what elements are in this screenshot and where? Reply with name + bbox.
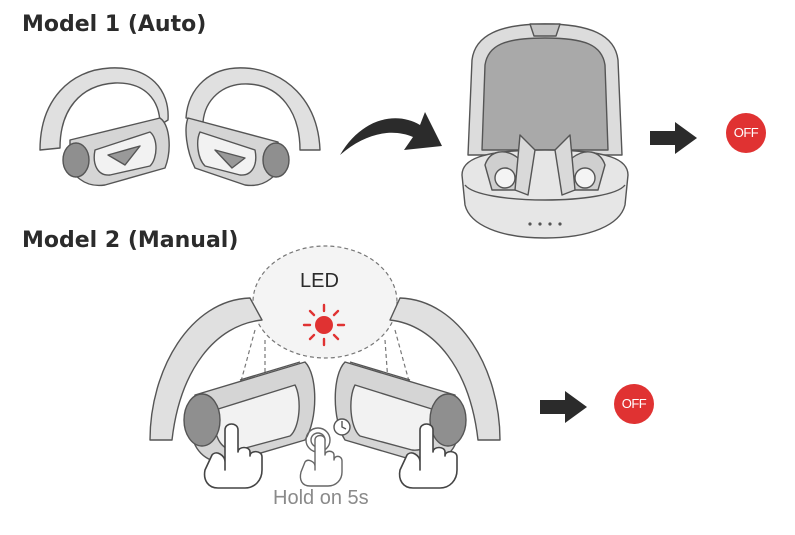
curved-arrow-icon bbox=[340, 112, 442, 155]
right-hand-press-icon bbox=[398, 423, 458, 489]
left-earbud-manual bbox=[149, 297, 316, 463]
left-hand-press-icon bbox=[203, 423, 263, 489]
model-1-heading: Model 1 (Auto) bbox=[22, 12, 207, 37]
led-red-light-icon bbox=[302, 303, 346, 347]
left-earbud-auto bbox=[39, 67, 170, 187]
clock-icon bbox=[333, 418, 351, 436]
hold-instruction: Hold on 5s bbox=[273, 487, 369, 509]
model-2-heading: Model 2 (Manual) bbox=[22, 228, 239, 253]
off-badge-manual: OFF bbox=[614, 384, 654, 424]
right-earbud-auto bbox=[185, 67, 321, 187]
off-badge-auto: OFF bbox=[726, 113, 766, 153]
right-arrow-icon bbox=[650, 122, 697, 154]
right-arrow-icon-2 bbox=[540, 391, 587, 423]
led-label: LED bbox=[300, 270, 339, 292]
tap-hold-hand-icon bbox=[299, 427, 343, 487]
led-callout-bubble bbox=[239, 245, 411, 386]
charging-case bbox=[461, 23, 629, 239]
